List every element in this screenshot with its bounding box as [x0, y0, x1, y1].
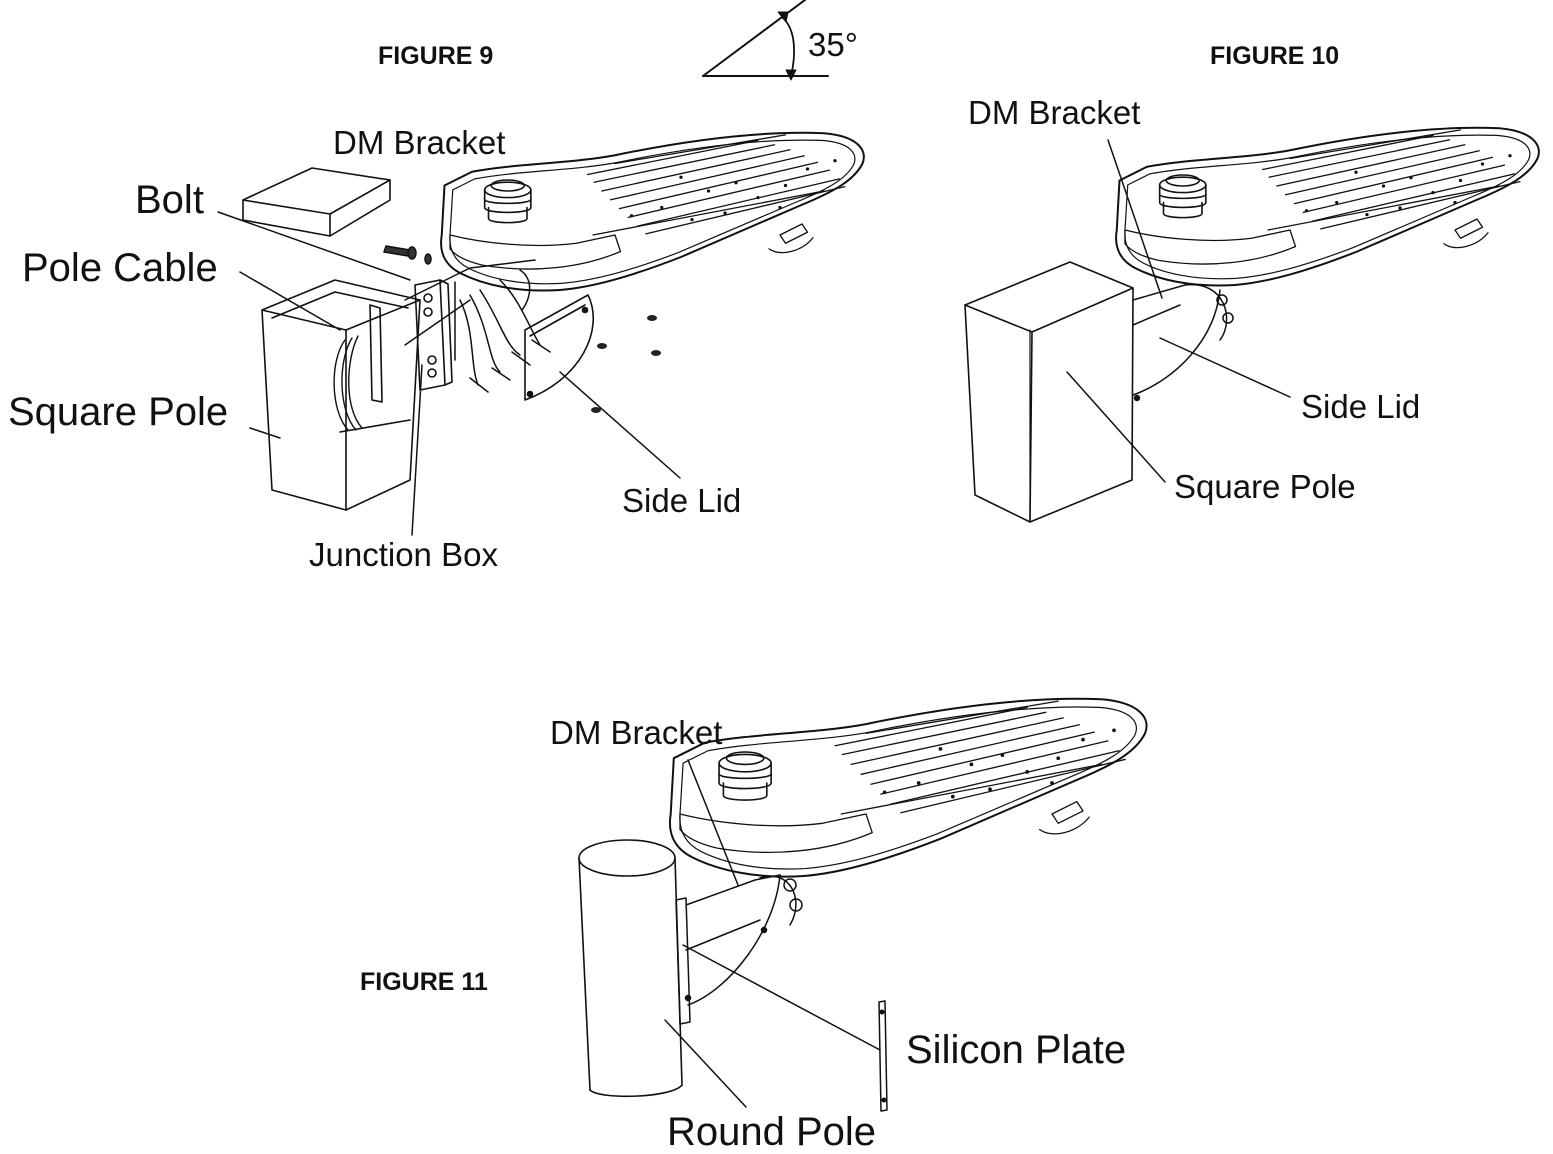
fig9-screws	[591, 315, 661, 413]
fig10-dm-bracket-label: DM Bracket	[968, 94, 1141, 131]
fig11-arm	[686, 875, 803, 1005]
fig11-silicon-plate	[879, 1001, 887, 1111]
angle-indicator	[703, 0, 828, 80]
fig11-dm-bracket-label: DM Bracket	[550, 714, 723, 751]
figure11-title: FIGURE 11	[360, 968, 488, 996]
figure9-title: FIGURE 9	[378, 42, 494, 70]
fig10-square-pole-label: Square Pole	[1174, 468, 1356, 505]
figure9-drawing	[218, 132, 865, 535]
fig9-dm-bracket-label: DM Bracket	[333, 124, 506, 161]
fig9-junction-box-label: Junction Box	[309, 536, 498, 573]
fig9-dm-bracket-box	[243, 168, 390, 236]
angle-label: 35°	[808, 26, 858, 63]
fig11-plate-on-pole	[676, 898, 690, 1024]
fig11-round-pole	[579, 840, 682, 1096]
figure10-drawing	[965, 127, 1540, 522]
fig9-side-lid-label: Side Lid	[622, 482, 742, 519]
fig9-junction-box	[415, 280, 452, 390]
fig9-wires	[460, 270, 550, 392]
figure11-drawing	[579, 698, 1148, 1111]
fig9-side-lid	[525, 295, 593, 400]
fig9-arm	[405, 260, 535, 360]
figure10-title: FIGURE 10	[1210, 42, 1340, 70]
fig10-arm	[1133, 285, 1233, 401]
fig10-side-lid-label: Side Lid	[1301, 388, 1421, 425]
fig9-square-pole	[262, 280, 420, 510]
fig9-square-pole-label: Square Pole	[8, 390, 229, 434]
fig9-leaders	[218, 212, 680, 535]
fig11-silicon-plate-label: Silicon Plate	[906, 1028, 1127, 1072]
fig11-round-pole-label: Round Pole	[667, 1110, 877, 1154]
fig9-bolt-label: Bolt	[135, 178, 204, 222]
fig11-leaders	[665, 760, 880, 1107]
fig9-bolt	[384, 246, 431, 264]
fig10-square-pole	[965, 262, 1133, 522]
fig9-pole-cable-label: Pole Cable	[22, 246, 218, 290]
fig10-leaders	[1067, 140, 1290, 482]
